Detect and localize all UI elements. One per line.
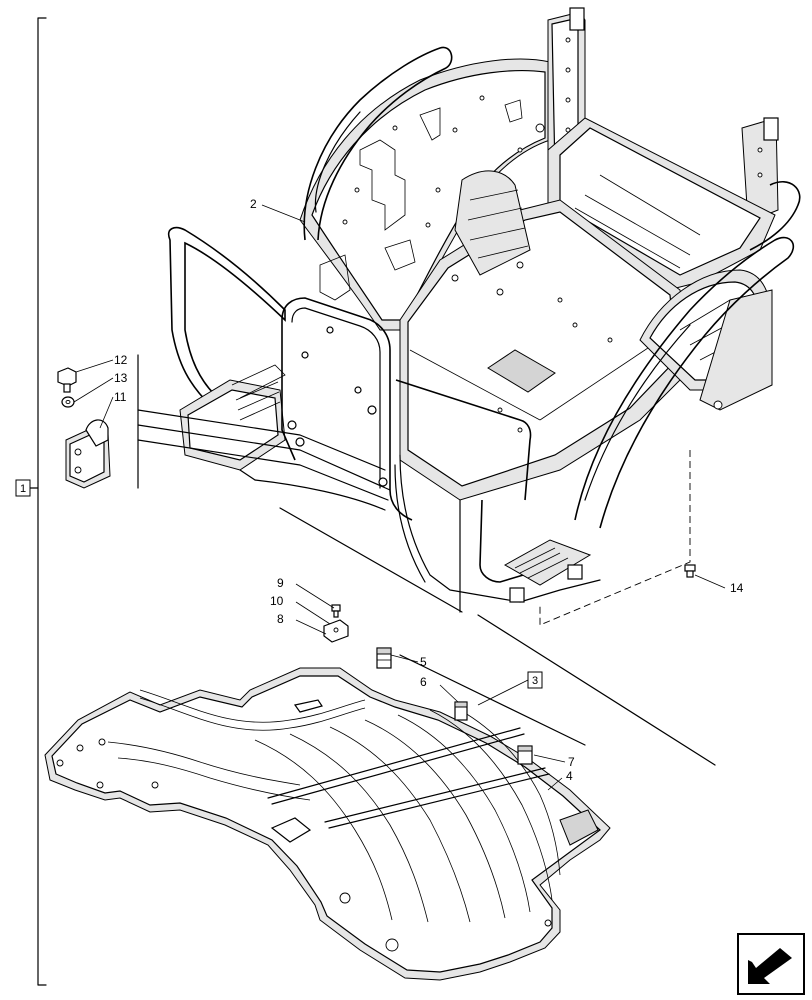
svg-text:1: 1 [20,483,26,495]
callout-4[interactable]: 4 [566,769,573,783]
svg-text:9: 9 [277,576,284,590]
svg-text:11: 11 [114,390,127,404]
bracket-detail-group: 12 13 11 [57,353,139,489]
floor-mat-4[interactable] [44,667,611,981]
rear-wall-details [319,95,545,301]
svg-text:2: 2 [250,197,257,211]
fitting-5[interactable] [376,647,419,669]
fitting-6[interactable] [439,684,468,721]
callout-7[interactable]: 7 [568,755,575,769]
cab-frame [137,7,801,603]
callout-5[interactable]: 5 [420,655,427,669]
svg-text:7: 7 [568,755,575,769]
svg-text:14: 14 [730,581,744,595]
svg-text:13: 13 [114,371,128,385]
assembly-bracket [29,17,47,986]
clip-10-8[interactable] [323,619,349,643]
fastener-group-8-10: 9 10 8 [270,576,349,643]
washer-13[interactable] [61,396,75,408]
section-lines [279,499,716,766]
callout-1[interactable]: 1 [15,479,31,497]
callout-2[interactable]: 2 [250,197,306,223]
callout-8[interactable]: 8 [277,612,284,626]
svg-text:5: 5 [420,655,427,669]
fitting-7[interactable] [517,745,566,765]
svg-text:6: 6 [420,675,427,689]
hinge-bracket-11[interactable] [65,419,111,489]
svg-text:8: 8 [277,612,284,626]
callout-12[interactable]: 12 [114,353,128,367]
svg-text:4: 4 [566,769,573,783]
screw-14[interactable] [684,564,696,578]
svg-text:12: 12 [114,353,128,367]
callout-10[interactable]: 10 [270,594,284,608]
svg-text:10: 10 [270,594,284,608]
leader-14-dashed [539,450,691,626]
screw-9[interactable] [331,604,341,618]
callout-6[interactable]: 6 [420,675,427,689]
callout-9[interactable]: 9 [277,576,284,590]
callout-14[interactable]: 14 [684,564,744,595]
callout-11[interactable]: 11 [114,390,127,404]
bolt-12[interactable] [57,367,77,393]
arrow-next-page-icon[interactable] [737,933,805,995]
svg-text:3: 3 [532,675,538,687]
callout-3[interactable]: 3 [477,671,543,706]
callout-13[interactable]: 13 [114,371,128,385]
